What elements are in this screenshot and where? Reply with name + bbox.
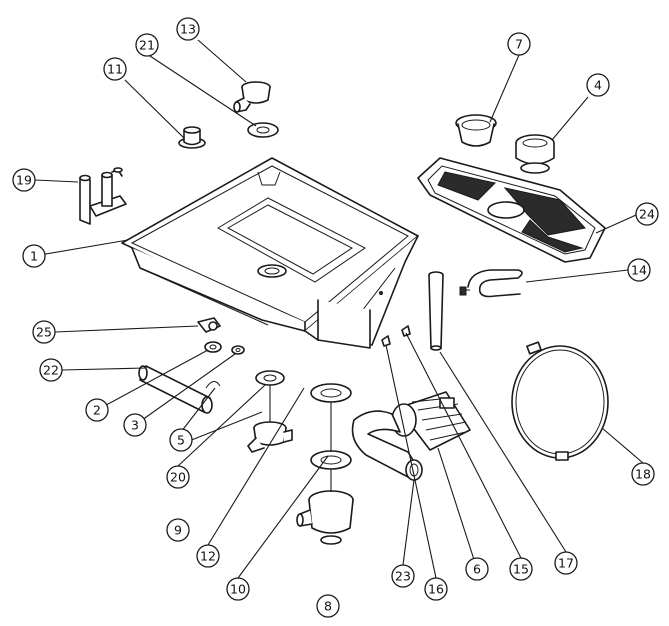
part-overflow-pipe	[79, 167, 127, 225]
callout-3: 3	[123, 413, 147, 437]
callout-6: 6	[465, 557, 489, 581]
callout-21: 21	[135, 33, 159, 57]
callout-23-label: 23	[395, 569, 411, 584]
part-pump-motor	[391, 391, 471, 451]
callout-11: 11	[103, 57, 127, 81]
part-washer-21	[247, 122, 279, 138]
callout-2-label: 2	[93, 403, 101, 418]
callout-10-label: 10	[230, 582, 246, 597]
part-clip-16	[381, 335, 391, 347]
part-basket	[455, 114, 497, 147]
callout-4: 4	[586, 73, 610, 97]
callout-21-label: 21	[139, 38, 155, 53]
part-hose-ring	[511, 341, 609, 461]
part-clip-15	[401, 325, 411, 337]
callout-14-label: 14	[631, 263, 647, 278]
callout-22-label: 22	[43, 363, 59, 378]
part-flange-gasket-top	[310, 383, 352, 403]
callout-25: 25	[32, 320, 56, 344]
part-tap-valve	[197, 317, 221, 333]
callout-18: 18	[631, 462, 655, 486]
callout-11-label: 11	[107, 62, 123, 77]
callout-20-label: 20	[170, 470, 186, 485]
part-strainer-tray	[417, 157, 606, 263]
callout-20: 20	[166, 465, 190, 489]
callout-7-label: 7	[515, 37, 523, 52]
part-elbow-fitting	[233, 81, 271, 113]
callout-7: 7	[507, 32, 531, 56]
callout-12: 12	[196, 544, 220, 568]
part-spring-clip	[205, 381, 221, 389]
callout-25-label: 25	[36, 325, 52, 340]
part-bushing	[178, 126, 206, 149]
callout-13-label: 13	[180, 22, 196, 37]
part-drain-housing	[296, 490, 354, 545]
callout-5-label: 5	[177, 433, 185, 448]
callout-8-label: 8	[324, 599, 332, 614]
callout-1: 1	[22, 244, 46, 268]
callout-5: 5	[169, 428, 193, 452]
callout-24: 24	[635, 202, 659, 226]
part-sink-basin	[121, 157, 419, 349]
callout-8: 8	[316, 594, 340, 618]
callout-17-label: 17	[558, 556, 574, 571]
callout-9: 9	[166, 518, 190, 542]
callout-17: 17	[554, 551, 578, 575]
part-filter-cup	[515, 134, 555, 174]
callout-2: 2	[85, 398, 109, 422]
callout-22: 22	[39, 358, 63, 382]
callout-14: 14	[627, 258, 651, 282]
part-standpipe	[428, 271, 444, 351]
callout-18-label: 18	[635, 467, 651, 482]
callout-15: 15	[509, 557, 533, 581]
part-flange-gasket-bottom	[310, 450, 352, 470]
callout-10: 10	[226, 577, 250, 601]
leader-lines	[33, 39, 644, 579]
part-drain-elbow	[247, 421, 293, 453]
part-washer-3	[231, 345, 245, 355]
callout-4-label: 4	[594, 78, 602, 93]
callout-1-label: 1	[30, 249, 38, 264]
callout-3-label: 3	[131, 418, 139, 433]
callout-16: 16	[424, 577, 448, 601]
part-nut-2	[204, 341, 222, 353]
callout-13: 13	[176, 17, 200, 41]
part-pump-hose	[351, 410, 423, 481]
part-heating-element	[459, 269, 523, 298]
callout-16-label: 16	[428, 582, 444, 597]
callout-19: 19	[12, 168, 36, 192]
callout-9-label: 9	[174, 523, 182, 538]
callout-15-label: 15	[513, 562, 529, 577]
callout-24-label: 24	[639, 207, 655, 222]
callouts: 1 2 3 4 5 6 7 8 9 10 11 12 13 14 15 16 1…	[12, 17, 659, 618]
assembly-lines	[269, 385, 332, 492]
part-gasket-20	[255, 370, 285, 386]
callout-6-label: 6	[473, 562, 481, 577]
callout-19-label: 19	[16, 173, 32, 188]
callout-12-label: 12	[200, 549, 216, 564]
callout-23: 23	[391, 564, 415, 588]
